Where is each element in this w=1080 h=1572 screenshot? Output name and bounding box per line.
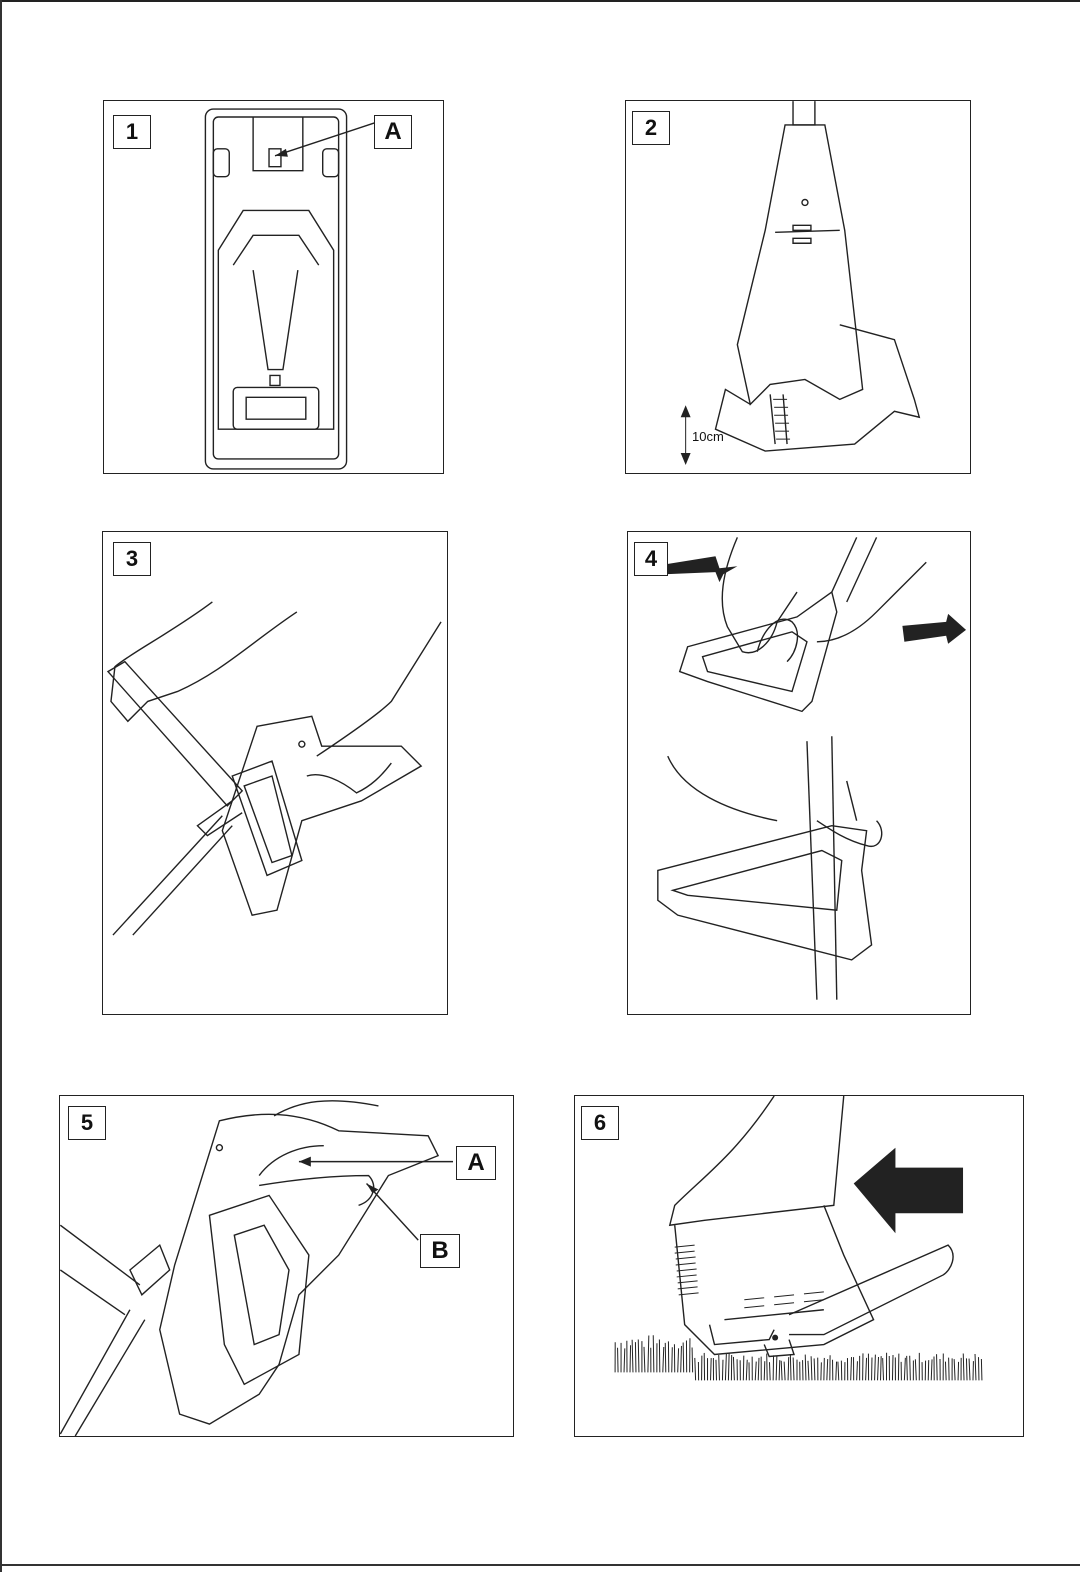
grass-stroke: [793, 1358, 794, 1381]
grass-stroke: [618, 1348, 619, 1373]
grass-stroke: [866, 1358, 867, 1380]
grass-stroke: [954, 1359, 955, 1380]
figure-3-illustration: [103, 532, 447, 1014]
figure-6: 6: [574, 1095, 1024, 1437]
grass-stroke: [966, 1358, 967, 1380]
grass-stroke: [969, 1359, 970, 1381]
grass-stroke: [881, 1356, 882, 1380]
grass-stroke: [790, 1354, 791, 1380]
figure-3: 3: [102, 531, 448, 1015]
figure-1-callout-a: A: [374, 115, 412, 149]
grass-stroke: [692, 1347, 693, 1372]
page-bottom-rule: [0, 1564, 1080, 1566]
figure-2-illustration: [680, 101, 970, 465]
figure-1: 1 A: [103, 100, 444, 474]
grass-stroke: [907, 1356, 908, 1380]
grass-stroke: [851, 1357, 852, 1380]
figure-6-illustration: [575, 1096, 1023, 1436]
grass-stroke: [883, 1358, 884, 1380]
grass-stroke: [937, 1354, 938, 1380]
figure-1-number: 1: [113, 115, 151, 149]
grass-stroke: [683, 1342, 684, 1372]
grass-stroke: [931, 1359, 932, 1380]
grass-stroke: [975, 1354, 976, 1380]
grass-stroke: [746, 1360, 747, 1381]
grass-stroke: [875, 1355, 876, 1381]
page-top-rule: [0, 0, 1080, 5]
figure-3-number: 3: [113, 542, 151, 576]
grass-stroke: [722, 1360, 723, 1381]
grass-stroke: [644, 1347, 645, 1372]
figure-2-number: 2: [632, 111, 670, 145]
grass-stroke: [904, 1358, 905, 1381]
grass-stroke: [663, 1347, 664, 1372]
grass-stroke: [805, 1355, 806, 1381]
figure-6-number: 6: [581, 1106, 619, 1140]
grass-stroke: [945, 1362, 946, 1381]
grass-stroke: [681, 1346, 682, 1372]
page-left-rule: [0, 0, 2, 1572]
grass-stroke: [758, 1358, 759, 1380]
grass-stroke: [725, 1354, 726, 1380]
grass-stroke: [814, 1358, 815, 1380]
grass-stroke: [733, 1357, 734, 1380]
grass-stroke: [630, 1345, 631, 1372]
grass-stroke: [821, 1362, 822, 1380]
grass-stroke: [776, 1356, 777, 1380]
grass-stroke: [808, 1361, 809, 1381]
grass-stroke: [635, 1342, 636, 1372]
grass-stroke: [716, 1360, 717, 1381]
grass-stroke: [788, 1357, 789, 1380]
grass-stroke: [811, 1356, 812, 1380]
grass-stroke: [638, 1339, 639, 1372]
grass-stroke: [836, 1362, 837, 1381]
grass-stroke: [728, 1353, 729, 1380]
figure-4-illustration: [628, 532, 967, 1014]
grass-stroke: [755, 1362, 756, 1381]
grass-stroke: [665, 1343, 666, 1373]
figure-5-illustration: [60, 1096, 513, 1436]
grass-stroke: [648, 1336, 649, 1373]
grass-stroke: [915, 1359, 916, 1380]
grass-stroke: [624, 1348, 625, 1372]
grass-stroke: [678, 1348, 679, 1372]
grass-stroke: [910, 1356, 911, 1381]
grass-stroke: [653, 1335, 654, 1372]
grass-stroke: [857, 1361, 858, 1380]
figure-5-number: 5: [68, 1106, 106, 1140]
grass-stroke: [781, 1361, 782, 1381]
grass-stroke: [892, 1355, 893, 1380]
grass-stroke: [784, 1362, 785, 1381]
grass-stroke: [672, 1347, 673, 1372]
figure-4: 4: [627, 531, 971, 1015]
grass-stroke: [764, 1361, 765, 1380]
grass-stroke: [963, 1353, 964, 1380]
grass-stroke: [632, 1340, 633, 1373]
grass-stroke: [719, 1355, 720, 1380]
figure-2: 2 10cm: [625, 100, 971, 474]
grass-stroke: [827, 1359, 828, 1380]
figure-1-illustration: [104, 101, 443, 473]
grass-stroke: [981, 1359, 982, 1380]
figure-5: 5 A B: [59, 1095, 514, 1437]
grass-stroke: [878, 1357, 879, 1380]
grass-stroke: [695, 1358, 696, 1380]
figure-4-number: 4: [634, 542, 668, 576]
grass-stroke: [711, 1358, 712, 1380]
figure-2-height-label: 10cm: [692, 429, 724, 444]
figure-5-callout-a: A: [456, 1146, 496, 1180]
grass-stroke: [838, 1362, 839, 1381]
grass-stroke: [769, 1362, 770, 1380]
figure-5-callout-b: B: [420, 1234, 460, 1268]
grass-stroke: [779, 1360, 780, 1380]
